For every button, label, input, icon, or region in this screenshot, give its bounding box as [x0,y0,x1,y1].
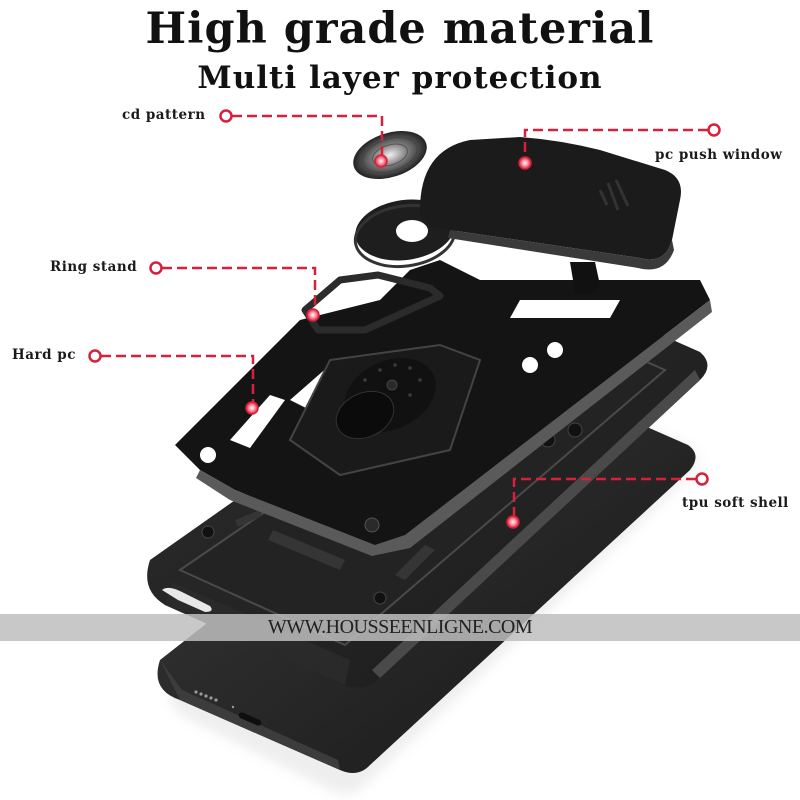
pc-push-window-leader [523,128,708,158]
label-ring-stand: Ring stand [50,259,138,275]
ring-stand-part [301,271,444,334]
hard-pc-part [175,260,712,556]
watermark-banner [0,614,800,641]
ring-stand-leader [162,266,317,310]
hard-pc-dot-icon [245,401,259,415]
hard-pc-leader [101,354,255,403]
cd-pattern-leader [232,114,384,156]
tpu-soft-shell-marker-icon [695,472,709,486]
pc-push-window-part [420,137,681,294]
tpu-soft-shell-leader [512,477,696,517]
cd-pattern-dot-icon [374,154,388,168]
label-hard-pc: Hard pc [12,347,76,363]
cd-pattern-marker-icon [219,109,233,123]
pc-push-window-marker-icon [707,123,721,137]
label-cd-pattern: cd pattern [122,107,206,123]
ring-stand-dot-icon [306,308,320,322]
hard-pc-marker-icon [88,349,102,363]
pc-push-window-dot-icon [518,156,532,170]
watermark-text: WWW.HOUSSEENLIGNE.COM [267,616,533,638]
tpu-soft-shell-dot-icon [506,515,520,529]
page-subtitle: Multi layer protection [197,60,603,96]
ring-stand-marker-icon [149,261,163,275]
label-tpu-soft-shell: tpu soft shell [682,495,789,511]
cd-pattern-part [353,131,427,179]
page-title: High grade material [145,4,655,54]
label-pc-push-window: pc push window [655,147,783,163]
